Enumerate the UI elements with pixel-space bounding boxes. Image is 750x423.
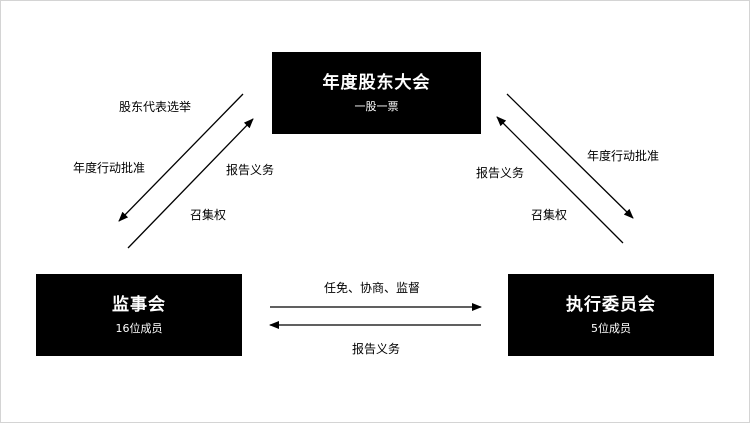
label-reporting-duty-left: 报告义务 (226, 163, 275, 177)
executive-committee-subtitle: 5位成员 (591, 321, 631, 335)
label-annual-action-approval-right: 年度行动批准 (587, 149, 660, 163)
supervisory-board-node: 监事会 16位成员 (36, 274, 242, 356)
arrow-shareholders-to-supervisory (118, 93, 244, 222)
shareholders-meeting-node: 年度股东大会 一股一票 (272, 52, 481, 134)
executive-committee-title: 执行委员会 (566, 295, 656, 316)
arrow-shareholders-to-executive (506, 93, 634, 219)
shareholders-meeting-subtitle: 一股一票 (354, 99, 399, 113)
executive-committee-node: 执行委员会 5位成员 (508, 274, 714, 356)
arrow-executive-to-shareholders (496, 116, 624, 244)
shareholders-meeting-title: 年度股东大会 (322, 73, 431, 94)
label-annual-action-approval-left: 年度行动批准 (73, 161, 146, 175)
supervisory-board-subtitle: 16位成员 (115, 321, 163, 335)
label-shareholder-rep-election: 股东代表选举 (119, 100, 192, 114)
label-convening-right-right: 召集权 (531, 208, 568, 222)
label-reporting-duty-bottom: 报告义务 (352, 342, 401, 356)
supervisory-board-title: 监事会 (112, 295, 166, 316)
label-appoint-consult-supervise: 任免、协商、监督 (324, 281, 421, 295)
label-reporting-duty-right: 报告义务 (476, 166, 525, 180)
label-convening-right-left: 召集权 (190, 208, 227, 222)
arrow-supervisory-to-shareholders (127, 118, 254, 249)
